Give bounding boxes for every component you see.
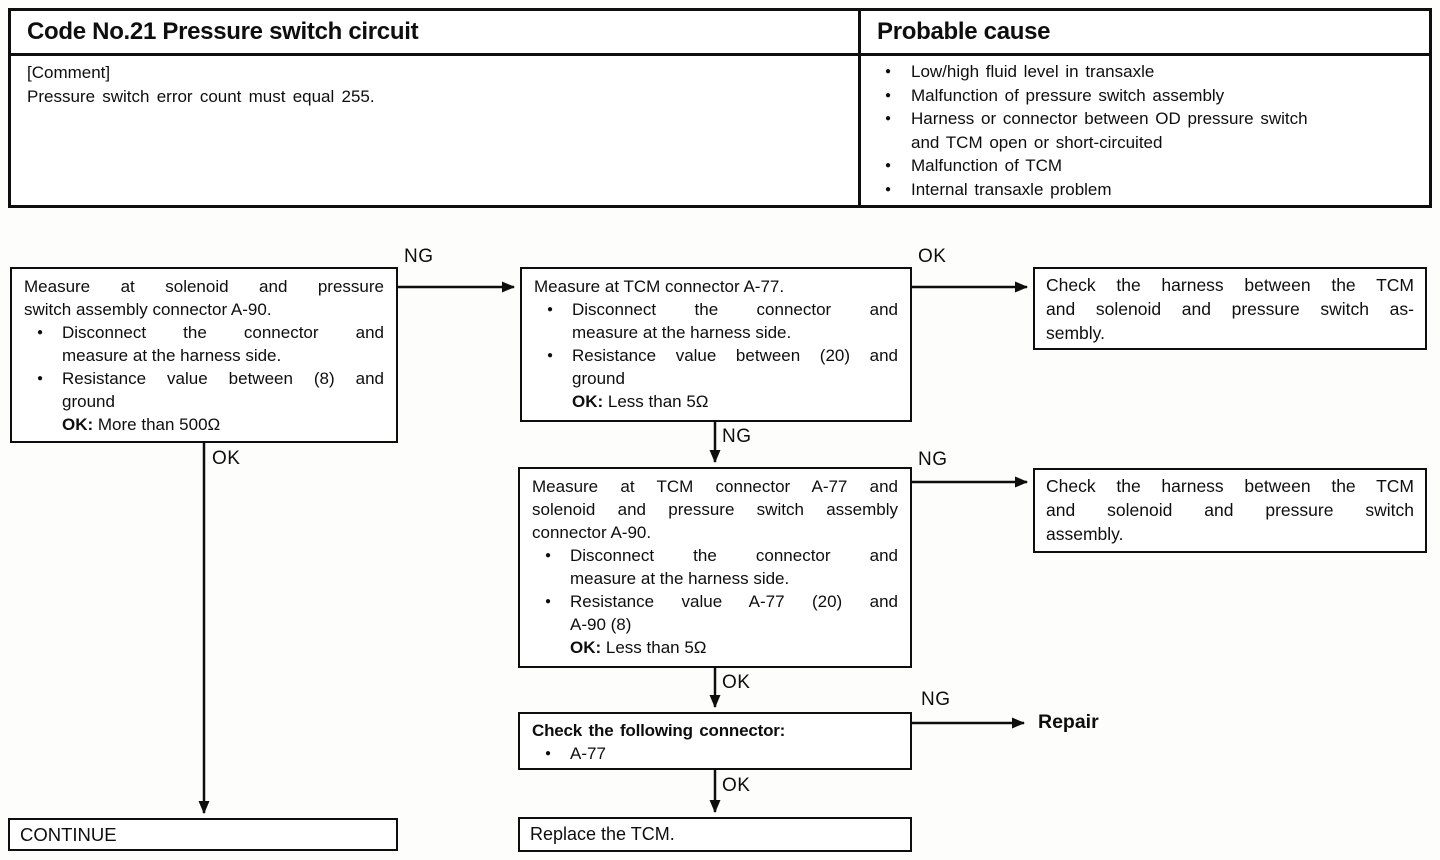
probable-cause-text: Low/high fluid level in transaxle [911,62,1155,81]
bullet-icon: ● [547,350,554,361]
box-line: A-90 (8) [570,615,632,634]
edge-label-ng-step4-repair: NG [921,689,951,710]
edge-label-ng-step3-harness2: NG [918,449,948,470]
box-line: and solenoid and pressure switch [1046,500,1414,520]
bullet-icon: ● [885,66,892,77]
comment-text: Pressure switch error count must equal 2… [27,87,375,106]
probable-cause-item: ● Low/high fluid level in transaxle [861,60,1429,84]
bullet-icon: ● [37,373,44,384]
box-line: Check the harness between the TCM [1046,275,1414,295]
edge-label-ok-step4-replace: OK [722,775,751,796]
edge-label-ng-step2-step3: NG [722,426,752,447]
probable-cause-text: Malfunction of TCM [911,156,1063,175]
dtc-header-table: Code No.21 Pressure switch circuit Proba… [8,8,1432,208]
box-line: Measure at solenoid and pressure [24,277,384,296]
box-line: ●Resistance value between (8) and [24,367,384,390]
box-line: connector A-90. [532,523,652,542]
box-line: ●Resistance value between (20) and [534,344,898,367]
box-line: Check the harness between the TCM [1046,476,1414,496]
flow-step-measure-a90: Measure at solenoid and pressure switch a… [10,267,398,443]
probable-cause-item: ● Internal transaxle problem [861,178,1429,202]
bullet-icon: ● [547,304,554,315]
box-line: Measure at TCM connector A-77. [534,277,785,296]
bullet-icon: ● [885,89,892,101]
edge-label-ok-step3-step4: OK [722,672,751,693]
box-line: and solenoid and pressure switch as- [1046,299,1414,319]
flow-result-continue: CONTINUE [8,818,398,851]
probable-cause-item: ● Malfunction of TCM [861,154,1429,178]
box-line: ●A-77 [532,742,898,765]
box-line: measure at the harness side. [570,569,790,588]
box-line: ●Disconnect the connector and [532,544,898,567]
edge-label-ok-step2-harness1: OK [918,246,947,267]
box-line: sembly. [1046,323,1105,343]
probable-cause-list: ● Low/high fluid level in transaxle ● Malfu… [858,56,1429,205]
probable-cause-text: Internal transaxle problem [911,179,1112,199]
box-line: solenoid and pressure switch assembly [532,500,898,519]
dtc-code-title: Code No.21 Pressure switch circuit [11,11,858,56]
edge-label-ok-step1-continue: OK [212,448,241,469]
bullet-icon: ● [885,113,892,124]
probable-cause-text: Harness or connector between OD pressure… [911,109,1308,152]
box-line: Check the following connector: [532,721,786,740]
comment-label: [Comment] [27,63,111,82]
box-line: OK: Less than 5Ω [570,638,707,657]
box-line: ground [572,369,625,388]
flow-result-replace-tcm: Replace the TCM. [518,817,912,852]
box-line: switch assembly connector A-90. [24,300,272,319]
probable-cause-text: Malfunction of pressure switch assembly [911,85,1225,105]
comment-cell: [Comment] Pressure switch error count mu… [11,56,858,205]
bullet-icon: ● [885,183,892,195]
box-line: Measure at TCM connector A-77 and [532,477,898,496]
box-line: ●Disconnect the connector and [24,321,384,344]
flow-result-check-harness-1: Check the harness between the TCM and sol… [1033,267,1427,350]
edge-label-ng-step1-step2: NG [404,246,434,267]
bullet-icon: ● [37,327,44,338]
box-line: ●Resistance value A-77 (20) and [532,590,898,613]
box-line: ground [62,392,115,411]
flow-step-check-connector: Check the following connector: ●A-77 [518,712,912,770]
bullet-icon: ● [545,550,552,561]
box-line: OK: Less than 5Ω [572,392,709,411]
box-line: OK: More than 500Ω [62,415,221,434]
flow-result-check-harness-2: Check the harness between the TCM and sol… [1033,468,1427,553]
box-line: measure at the harness side. [62,346,282,365]
probable-cause-item: ● Malfunction of pressure switch assembly [861,84,1429,108]
bullet-icon: ● [545,748,552,759]
bullet-icon: ● [885,160,892,171]
box-line: measure at the harness side. [572,323,792,342]
bullet-icon: ● [545,596,552,607]
flow-step-measure-a77-a90: Measure at TCM connector A-77 and solenoi… [518,467,912,668]
probable-cause-header: Probable cause [858,11,1429,56]
flow-step-measure-a77: Measure at TCM connector A-77. ●Disconnec… [520,267,912,422]
flow-result-repair: Repair [1038,711,1099,733]
box-line: ●Disconnect the connector and [534,298,898,321]
probable-cause-item: ● Harness or connector between OD pressur… [861,107,1429,154]
box-line: assembly. [1046,524,1124,544]
